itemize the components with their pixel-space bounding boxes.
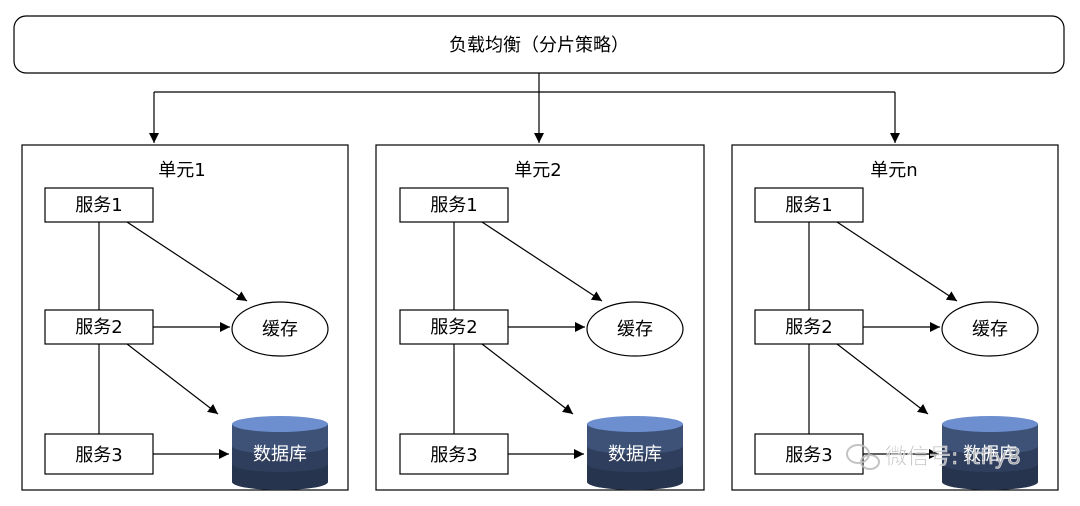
unit-1-database-label: 数据库 [253, 444, 307, 465]
unit-2-database-label: 数据库 [608, 444, 662, 465]
unit-n-arrows [836, 221, 958, 459]
unit-2-service2-label: 服务2 [430, 317, 477, 338]
unit-2-arrow-s2-db [481, 343, 574, 415]
unit-1-service2-label: 服务2 [75, 317, 122, 338]
unit-2-arrows [481, 221, 603, 459]
unit-n-service1-box [754, 187, 864, 223]
unit-1-title: 单元1 [158, 160, 205, 181]
unit-2-service1-label: 服务1 [430, 195, 477, 216]
unit-1-service1-label: 服务1 [75, 195, 122, 216]
unit-2-arrow-s1-cache [481, 221, 603, 302]
unit-1-database-cylinder [232, 416, 328, 490]
unit-1-cache-label: 缓存 [262, 319, 298, 340]
unit-2: 单元2 服务1 服务2 服务3 缓存 数据库 [375, 144, 705, 491]
unit-2-service2-box [399, 309, 509, 345]
wechat-icon [846, 444, 880, 470]
unit-1-cache-node [231, 301, 329, 357]
unit-n-service3-box [754, 433, 864, 475]
unit-n-service3-label: 服务3 [785, 445, 832, 466]
watermark: 微信号: itfly8 [846, 444, 1021, 470]
unit-1-arrow-s1-cache [126, 221, 248, 302]
unit-n-database-label: 数据库 [963, 444, 1017, 465]
unit-n-title: 单元n [870, 160, 917, 181]
unit-1-service2-box [44, 309, 154, 345]
watermark-text: 微信号: itfly8 [885, 445, 1021, 470]
unit-2-service3-box [399, 433, 509, 475]
unit-2-title: 单元2 [514, 160, 561, 181]
unit-1-service3-label: 服务3 [75, 445, 122, 466]
unit-1-service1-box [44, 187, 154, 223]
unit-2-cache-node [586, 301, 684, 357]
lb-connectors [149, 73, 900, 143]
unit-n-service1-label: 服务1 [785, 195, 832, 216]
unit-n-arrow-s2-db [836, 343, 929, 415]
unit-1: 单元1 服务1 服务2 服务3 缓存 数据库 [21, 144, 349, 491]
unit-n-service2-label: 服务2 [785, 317, 832, 338]
unit-n-database-cylinder [942, 416, 1038, 490]
unit-n-cache-label: 缓存 [972, 319, 1008, 340]
unit-2-cache-label: 缓存 [617, 319, 653, 340]
unit-n-arrow-s1-cache [836, 221, 958, 302]
unit-2-service1-box [399, 187, 509, 223]
unit-1-service3-box [44, 433, 154, 475]
unit-2-service3-label: 服务3 [430, 445, 477, 466]
unit-n: 单元n 服务1 服务2 服务3 缓存 数据库 [731, 144, 1059, 491]
unit-2-database-cylinder [587, 416, 683, 490]
load-balancer-label: 负载均衡（分片策略） [449, 35, 629, 56]
unit-n-cache-node [941, 301, 1039, 357]
unit-1-arrows [126, 221, 248, 459]
unit-1-arrow-s2-db [126, 343, 219, 415]
